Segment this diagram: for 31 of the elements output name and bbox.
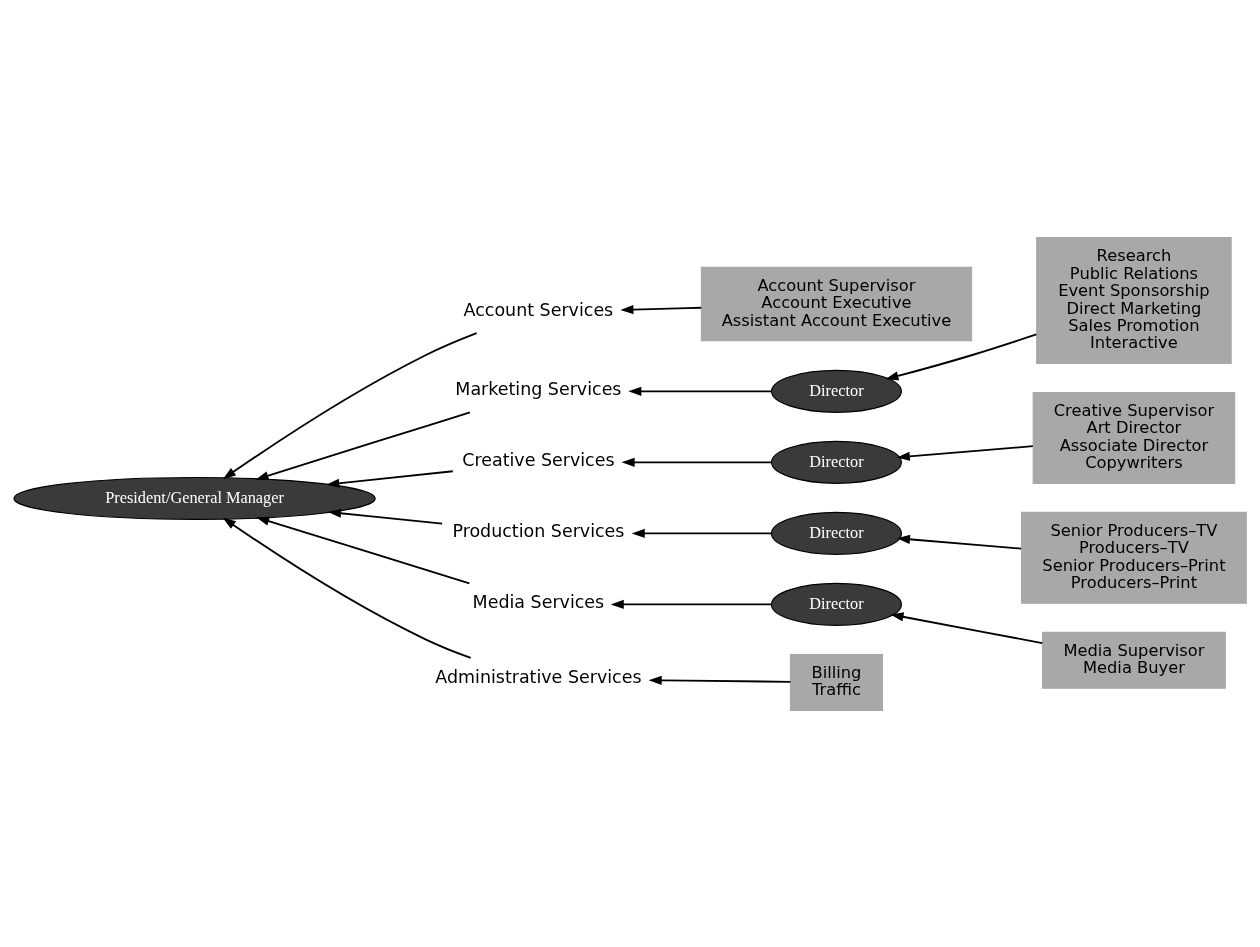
node-ellipse: Director: [770, 511, 902, 555]
node-text: Creative Services: [462, 449, 615, 470]
arrow: [631, 528, 773, 538]
arrow: [610, 599, 773, 609]
node-box: Senior Producers–TV Producers–TV Senior Producers–Print Producers–Print: [1021, 511, 1247, 604]
arrow: [255, 410, 471, 480]
node-text: Account Services: [463, 299, 614, 320]
arrow: [896, 534, 1023, 549]
arrow: [885, 332, 1038, 380]
node-box: Account Supervisor Account Executive Assistant Account Executive: [700, 266, 973, 341]
arrow: [256, 516, 471, 584]
arrow: [222, 517, 472, 659]
node-ellipse: Director: [770, 440, 902, 484]
arrow: [326, 469, 454, 488]
node-box: Creative Supervisor Art Director Associate Director Copywriters: [1032, 391, 1236, 484]
node-text: Production Services: [452, 520, 625, 541]
arrow: [328, 508, 444, 525]
arrow: [896, 444, 1034, 461]
node-box: Billing Traffic: [789, 653, 884, 711]
arrow: [621, 457, 773, 467]
node-text: Administrative Services: [435, 666, 642, 687]
arrow: [628, 386, 773, 396]
node-box: Research Public Relations Event Sponsorship Direct Marketing Sales Promotion Interactive: [1036, 236, 1232, 364]
node-text: Media Services: [472, 591, 605, 612]
arrow: [890, 611, 1044, 644]
node-box: Media Supervisor Media Buyer: [1041, 631, 1226, 689]
node-ellipse: Director: [770, 582, 902, 626]
arrow: [620, 304, 703, 314]
node-text: Marketing Services: [455, 378, 622, 399]
arrow: [222, 331, 478, 479]
arrow: [648, 675, 792, 685]
